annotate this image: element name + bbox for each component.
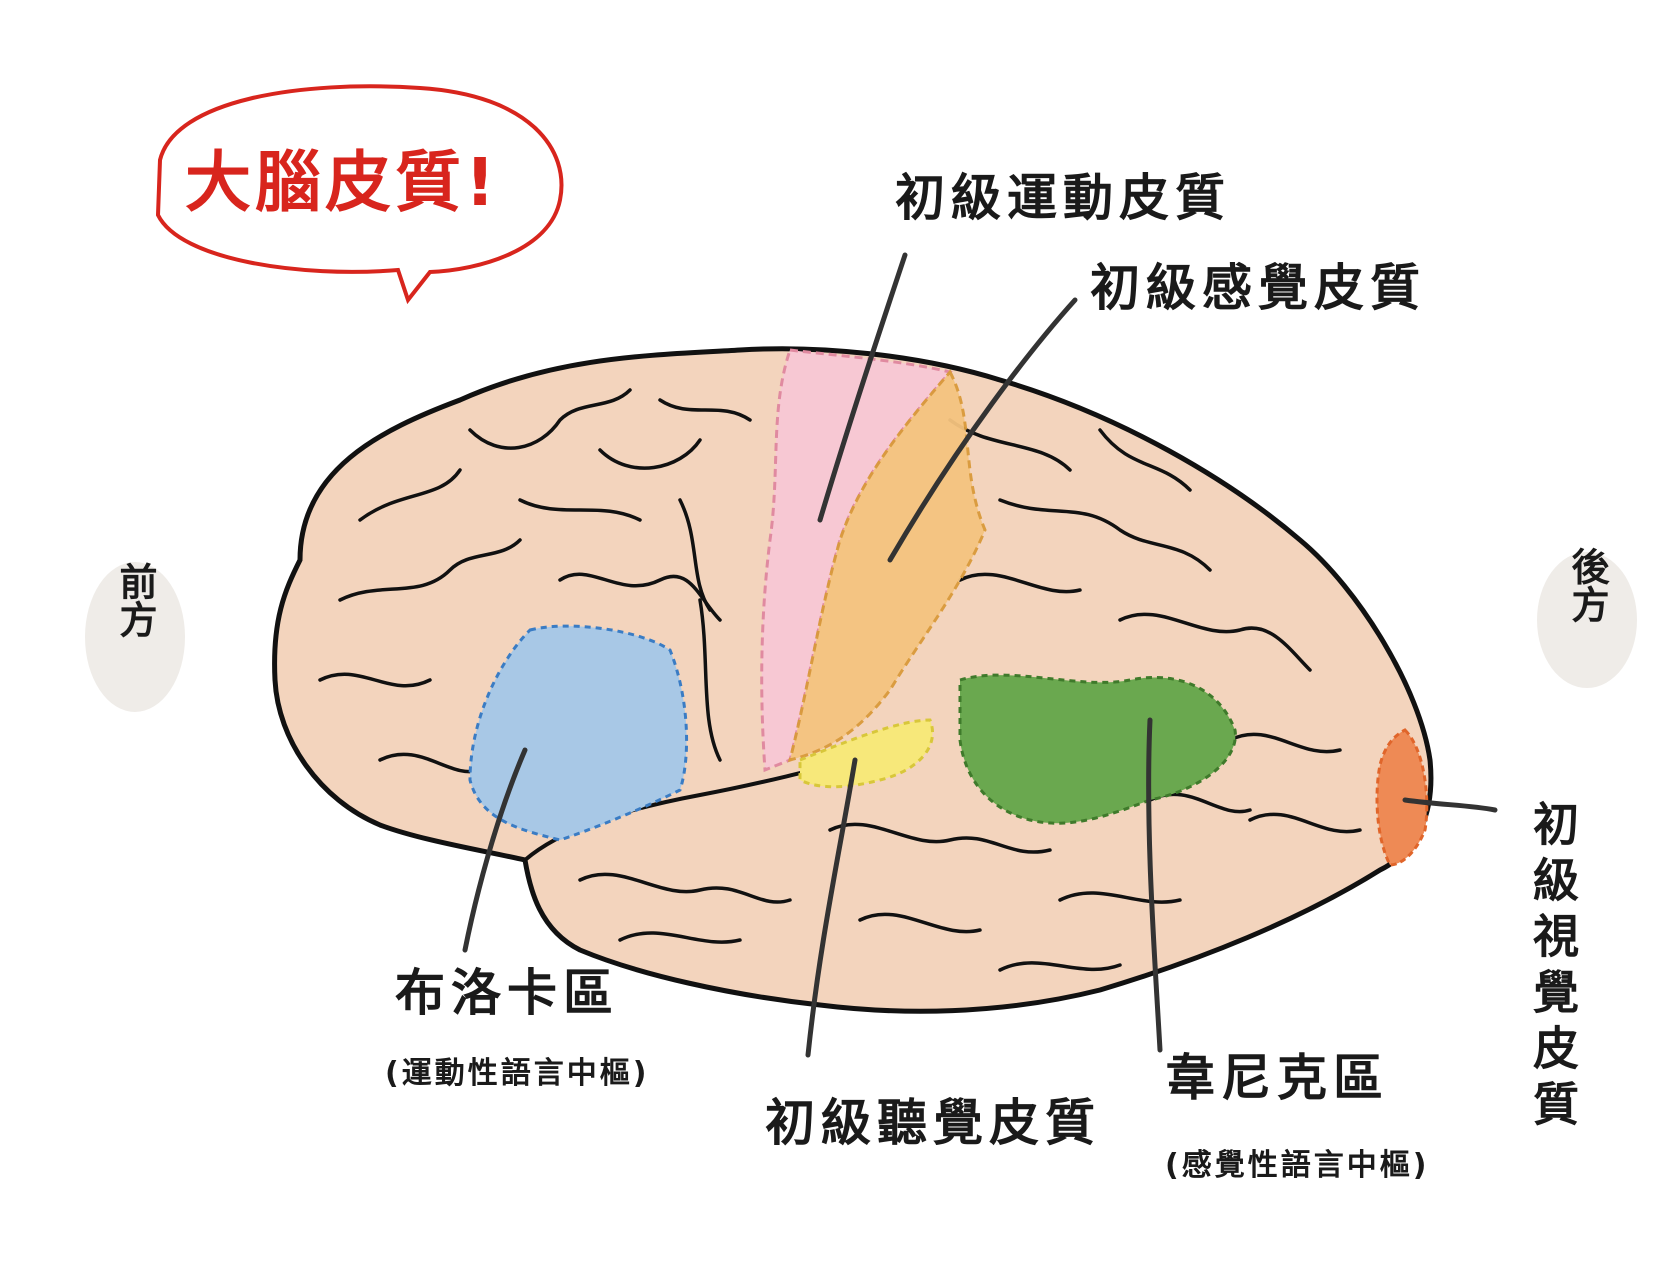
leader-primary-visual	[1402, 797, 1498, 813]
primary-auditory-cortex-region	[798, 718, 935, 789]
page-title: 大腦皮質!	[185, 144, 499, 221]
primary-sensory-cortex-region	[787, 369, 987, 763]
label-broca-sub: (運動性語言中樞)	[385, 1056, 649, 1091]
front-direction-bubble: 前方	[85, 562, 185, 712]
leader-broca	[462, 747, 528, 953]
primary-visual-cortex-region	[1375, 728, 1429, 867]
label-primary-sensory-cortex: 初級感覺皮質	[1090, 259, 1426, 317]
label-primary-visual-cortex: 初級視覺皮質	[1526, 800, 1580, 1136]
broca-area-region	[468, 624, 689, 842]
leader-primary-motor	[817, 252, 908, 523]
label-primary-motor-cortex: 初級運動皮質	[895, 169, 1231, 227]
back-label: 後方	[1565, 547, 1609, 623]
label-primary-auditory-cortex: 初級聽覺皮質	[765, 1094, 1101, 1152]
leader-wernicke	[1146, 717, 1163, 1053]
title-speech-bubble: 大腦皮質!	[155, 84, 564, 305]
leader-primary-sensory	[887, 297, 1078, 563]
wernicke-area-region	[958, 673, 1237, 825]
front-label: 前方	[113, 562, 157, 638]
label-broca-area: 布洛卡區	[395, 964, 619, 1022]
label-wernicke-area: 韋尼克區	[1165, 1049, 1389, 1107]
leader-primary-auditory	[805, 757, 858, 1058]
back-direction-bubble: 後方	[1537, 547, 1637, 688]
label-wernicke-sub: (感覺性語言中樞)	[1165, 1148, 1429, 1183]
leader-lines	[462, 252, 1498, 1058]
